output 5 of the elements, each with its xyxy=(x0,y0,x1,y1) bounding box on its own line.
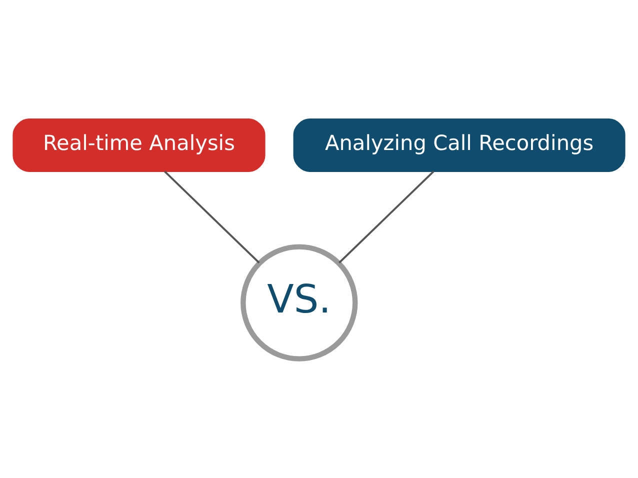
connector xyxy=(164,170,260,264)
node-box: Real-time Analysis xyxy=(12,118,266,172)
node-box: Analyzing Call Recordings xyxy=(293,118,626,172)
connector xyxy=(338,170,434,264)
node-circle: VS. xyxy=(240,244,358,362)
